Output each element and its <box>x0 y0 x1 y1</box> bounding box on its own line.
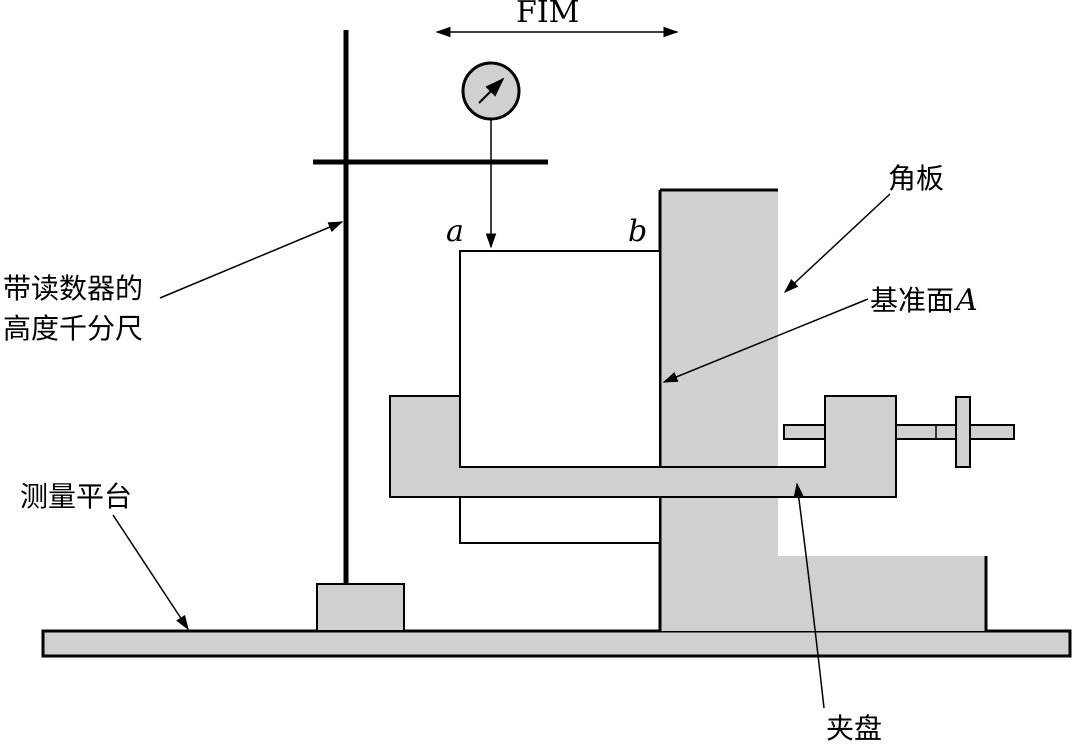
angle-plate-label: 角板 <box>888 162 944 195</box>
point-b-label: b <box>628 214 647 249</box>
leader-datum-face <box>662 298 869 383</box>
workpiece-lower <box>459 496 661 544</box>
dial-gauge-icon <box>461 61 521 121</box>
height-gauge-label-line1: 带读数器的 <box>3 272 143 305</box>
point-a-label: a <box>446 214 464 249</box>
surface-plate <box>41 629 1072 658</box>
chuck-label: 夹盘 <box>826 712 882 745</box>
clamp-screw-left <box>783 424 826 440</box>
datum-face-text: 基准面 <box>870 284 954 317</box>
angle-plate <box>660 190 986 631</box>
workpiece <box>459 250 661 468</box>
leader-chuck <box>793 482 825 709</box>
leader-angle-plate <box>783 193 891 294</box>
height-gauge-label-line2: 高度千分尺 <box>3 312 143 345</box>
leader-surface-plate <box>112 514 189 631</box>
datum-face-letter: A <box>953 283 978 318</box>
surface-plate-label: 测量平台 <box>20 480 132 513</box>
datum-face-label: 基准面A <box>870 283 978 318</box>
fim-label: FIM <box>516 0 579 30</box>
height-gauge-base <box>316 583 405 632</box>
leader-height-gauge <box>159 221 344 299</box>
clamp-screw-handle <box>955 396 971 468</box>
